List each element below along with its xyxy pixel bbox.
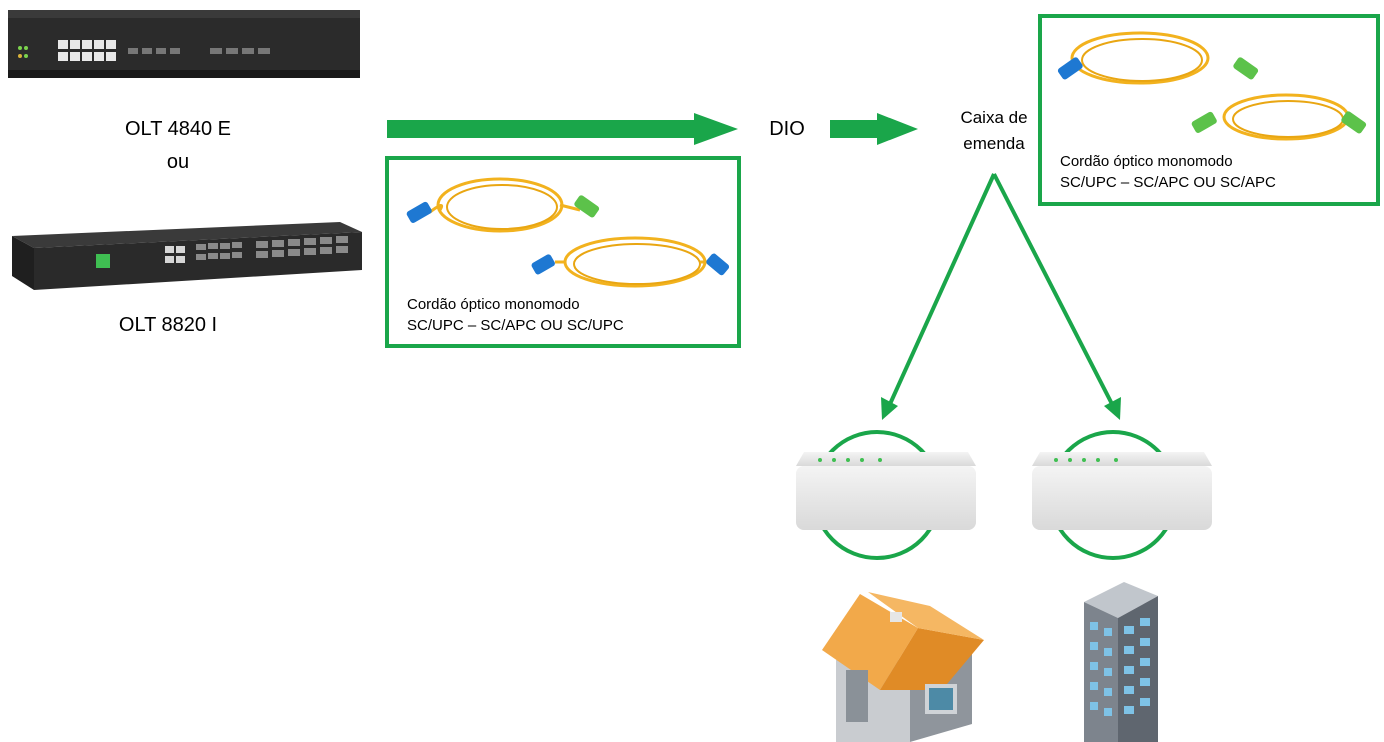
cord-left-line1: Cordão óptico monomodo (407, 296, 580, 313)
onu-left-icon (796, 430, 976, 560)
connector-blue-icon (1057, 57, 1083, 80)
cord-box-left: Cordão óptico monomodo SC/UPC – SC/APC O… (385, 156, 741, 348)
connector-blue-icon (531, 254, 555, 275)
cord-right-line2: SC/UPC – SC/APC OU SC/APC (1060, 174, 1276, 191)
fiber-cord-left-icon (429, 177, 712, 288)
cord-right-line1: Cordão óptico monomodo (1060, 153, 1233, 170)
onu-right-icon (1032, 430, 1212, 560)
connector-green-icon (1341, 111, 1367, 134)
olt-b-label: OLT 8820 I (118, 314, 218, 336)
house-icon (822, 592, 984, 742)
connector-green-icon (574, 195, 600, 218)
connector-green-icon (1233, 57, 1259, 80)
splice-box-line2: emenda (963, 134, 1025, 153)
cord-left-line2: SC/UPC – SC/APC OU SC/UPC (407, 317, 624, 334)
connector-green-icon (1191, 111, 1217, 133)
building-icon (1084, 582, 1158, 742)
arrowhead-left (881, 397, 898, 420)
olt-4840-device-icon (8, 10, 360, 78)
dio-label: DIO (769, 118, 805, 140)
olt-a-label: OLT 4840 E (125, 118, 231, 140)
arrow-dio-to-splice-box (830, 113, 918, 145)
or-label: ou (166, 151, 190, 173)
cord-box-right: Cordão óptico monomodo SC/UPC – SC/APC O… (1038, 14, 1380, 206)
connector-blue-icon (706, 253, 730, 276)
olt-8820-device-icon (12, 222, 362, 290)
splice-box-line1: Caixa de (960, 108, 1028, 127)
connector-blue-icon (406, 201, 432, 223)
arrow-olt-to-dio (387, 113, 738, 145)
arrowhead-right (1104, 397, 1121, 420)
split-lines (888, 173, 1114, 405)
splice-box-label: Caixa de emenda (944, 105, 1044, 157)
